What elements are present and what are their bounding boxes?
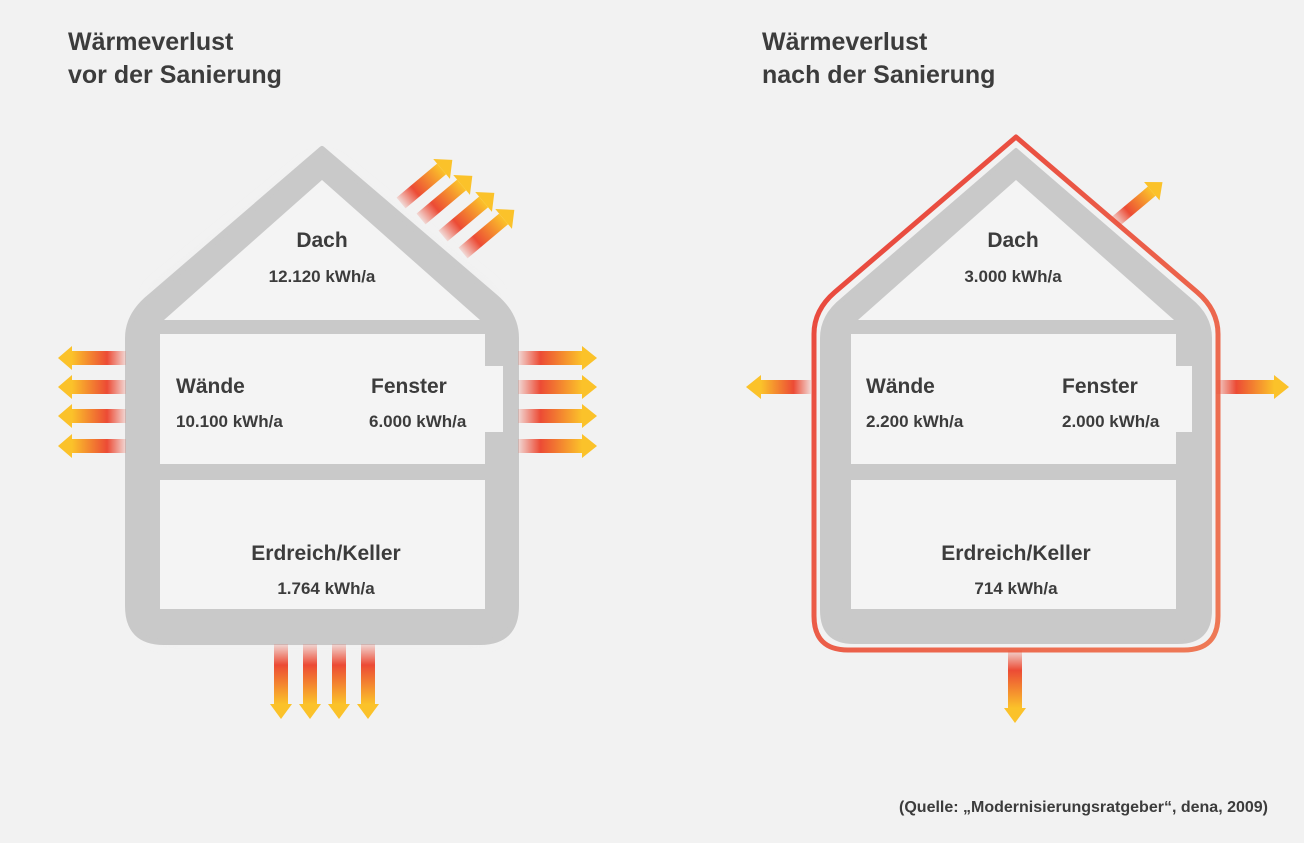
middle-room <box>851 334 1176 464</box>
ground-arrow <box>357 644 379 719</box>
wall-arrow-left <box>58 346 126 370</box>
heat-arrows-after <box>746 181 1289 723</box>
middle-room <box>160 334 485 464</box>
ground-arrow <box>299 644 321 719</box>
walls-label: Wände <box>176 375 245 398</box>
windows-value: 6.000 kWh/a <box>369 412 467 431</box>
windows-label: Fenster <box>1062 375 1138 398</box>
ground-arrow <box>1004 650 1026 723</box>
ground-label: Erdreich/Keller <box>941 542 1090 565</box>
wall-arrow-left <box>58 404 126 428</box>
basement-room <box>160 480 485 609</box>
walls-value: 10.100 kWh/a <box>176 412 283 431</box>
ground-arrow <box>270 644 292 719</box>
window-opening <box>485 366 503 432</box>
title-after-line1: Wärmeverlust <box>762 28 928 56</box>
roof-arrow <box>416 174 473 225</box>
wall-arrow-right <box>518 434 597 458</box>
walls-value: 2.200 kWh/a <box>866 412 964 431</box>
wall-arrow-right <box>518 375 597 399</box>
house-before: Wärmeverlust vor der Sanierung Dach 12.1… <box>58 28 597 719</box>
roof-arrow <box>396 158 453 209</box>
wall-arrow-right <box>518 404 597 428</box>
roof-arrow <box>438 191 495 242</box>
wall-arrow-right <box>1216 375 1289 399</box>
roof-arrow <box>458 208 515 259</box>
roof-value: 12.120 kWh/a <box>269 267 376 286</box>
house-after: Wärmeverlust nach der Sanierung Dach 3.0… <box>746 28 1289 723</box>
roof-room <box>164 180 480 320</box>
ground-value: 714 kWh/a <box>974 579 1058 598</box>
windows-label: Fenster <box>371 375 447 398</box>
windows-value: 2.000 kWh/a <box>1062 412 1160 431</box>
title-after-line2: nach der Sanierung <box>762 61 995 89</box>
roof-label: Dach <box>987 229 1038 252</box>
heat-arrows-before <box>58 158 597 719</box>
ground-arrow <box>328 644 350 719</box>
wall-arrow-left <box>58 375 126 399</box>
title-before-line2: vor der Sanierung <box>68 61 282 89</box>
basement-room <box>851 480 1176 609</box>
wall-arrow-left <box>746 375 811 399</box>
roof-arrow <box>1111 181 1163 227</box>
walls-label: Wände <box>866 375 935 398</box>
ground-label: Erdreich/Keller <box>251 542 400 565</box>
roof-room <box>858 180 1174 320</box>
source-note: (Quelle: „Modernisierungsratgeber“, dena… <box>899 799 1268 816</box>
title-before-line1: Wärmeverlust <box>68 28 234 56</box>
roof-value: 3.000 kWh/a <box>964 267 1062 286</box>
ground-value: 1.764 kWh/a <box>277 579 375 598</box>
roof-label: Dach <box>296 229 347 252</box>
wall-arrow-right <box>518 346 597 370</box>
wall-arrow-left <box>58 434 126 458</box>
window-opening <box>1176 366 1192 432</box>
